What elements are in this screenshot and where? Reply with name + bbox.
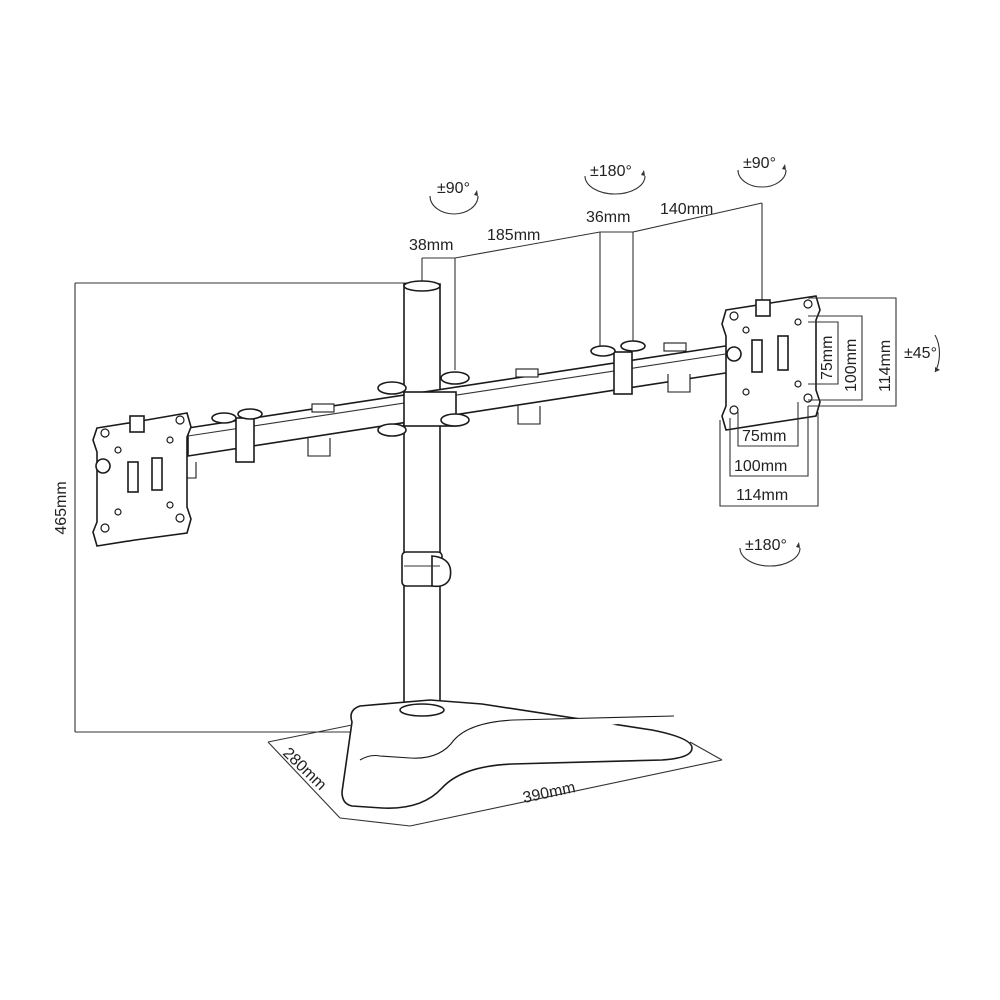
rotation-right-top: ±90° <box>737 155 787 188</box>
rotation-arrow-icon <box>584 175 646 195</box>
base-width-label: 390mm <box>521 779 577 807</box>
arm-38-label: 38mm <box>409 237 453 254</box>
arm-185-label: 185mm <box>487 227 540 244</box>
stand-pole <box>401 280 452 713</box>
base-depth-label: 280mm <box>279 745 329 794</box>
arm-dimensions: 38mm 185mm 36mm 140mm <box>409 201 763 370</box>
stand-base <box>341 699 693 809</box>
tilt-label: ±45° <box>904 345 937 362</box>
vesa-h-100-label: 100mm <box>734 458 787 475</box>
rotation-right-top-label: ±90° <box>743 155 776 172</box>
rotation-arrow-icon <box>429 195 479 215</box>
rotation-arrow-icon <box>739 547 801 567</box>
vesa-h-114-label: 114mm <box>736 487 788 504</box>
rotation-left-top-label: ±90° <box>437 180 470 197</box>
height-dimension: 465mm <box>53 282 408 733</box>
height-label: 465mm <box>53 481 70 534</box>
rotation-plate: ±180° <box>739 537 801 567</box>
vesa-v-75-label: 75mm <box>819 336 836 380</box>
rotation-center-top-label: ±180° <box>590 163 632 180</box>
rotation-plate-label: ±180° <box>745 537 787 554</box>
crossbar-arm <box>175 340 733 479</box>
vesa-v-100-label: 100mm <box>843 339 860 392</box>
vesa-v-114-label: 114mm <box>877 340 894 392</box>
vesa-plate-right <box>721 295 821 431</box>
tilt-indicator: ±45° <box>904 334 941 373</box>
vesa-h-75-label: 75mm <box>742 428 786 445</box>
arm-36-label: 36mm <box>586 209 630 226</box>
vesa-plate-left <box>92 412 192 547</box>
vesa-dimensions: 75mm 100mm 114mm 75mm 100mm 114mm <box>719 297 897 507</box>
rotation-left-top: ±90° <box>429 180 479 215</box>
rotation-center-top: ±180° <box>584 163 646 195</box>
rotation-arrow-icon <box>737 169 787 188</box>
arm-140-label: 140mm <box>660 201 713 218</box>
